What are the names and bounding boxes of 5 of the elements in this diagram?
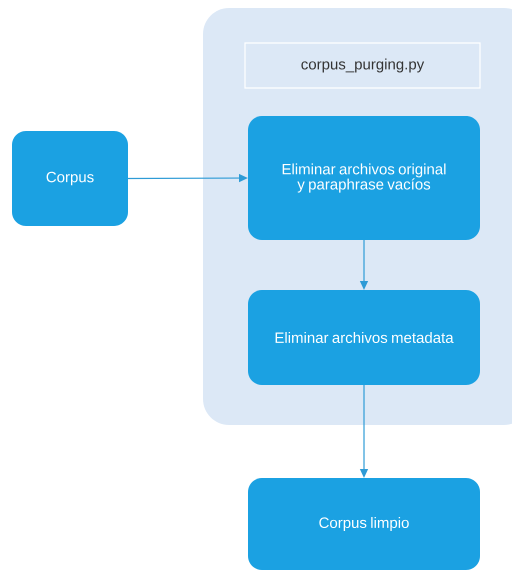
process-box: Eliminar archivos original y paraphrase vacíos	[248, 116, 480, 240]
title-box: corpus_purging.py	[244, 42, 481, 89]
process-box: Eliminar archivos metadata	[248, 290, 480, 385]
process-box: Corpus limpio	[248, 478, 480, 570]
process-box: Corpus	[12, 131, 128, 226]
